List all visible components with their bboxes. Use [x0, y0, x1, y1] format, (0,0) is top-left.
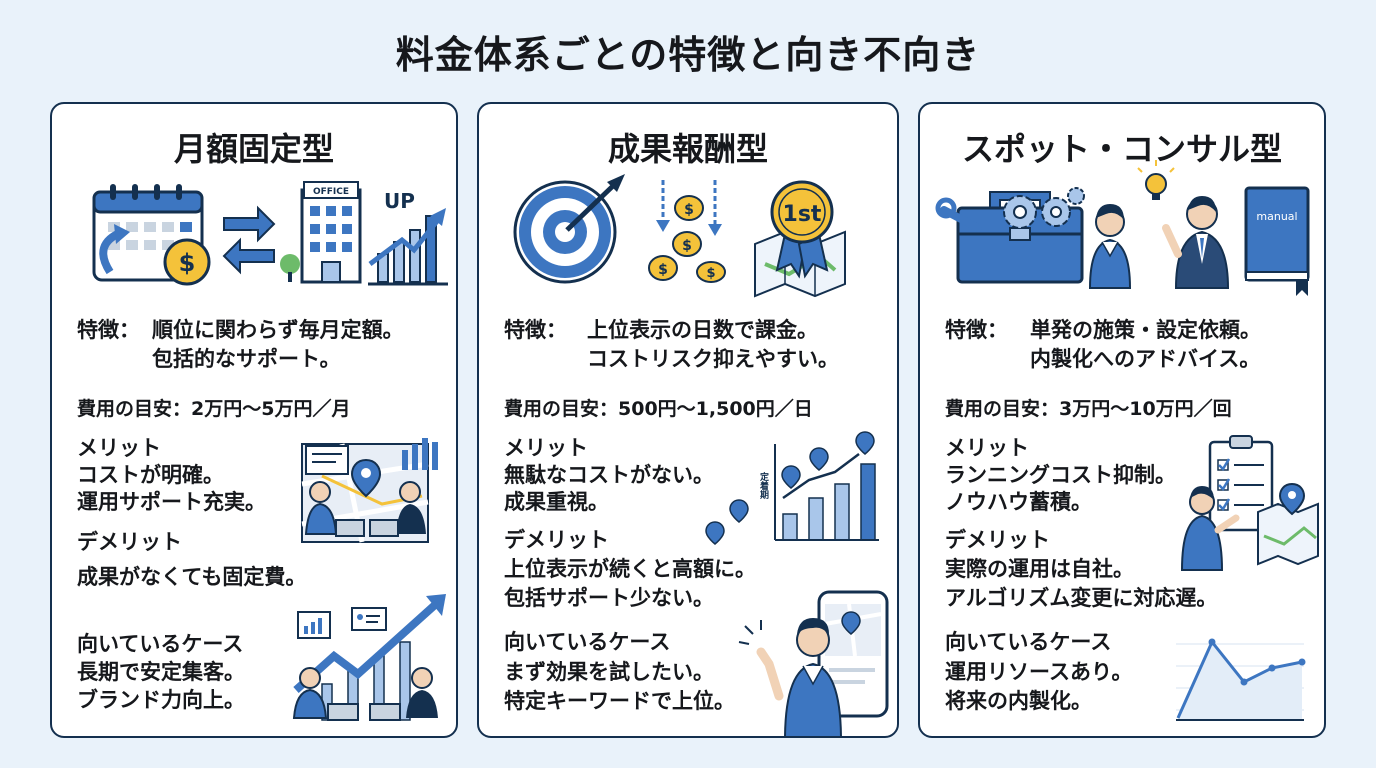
svg-text:$: $	[706, 266, 715, 281]
target-icon	[513, 174, 625, 284]
card-illustrations: manual	[935, 160, 1319, 722]
falling-coins-icon: $ $ $ $	[648, 180, 726, 283]
feature-label: 特徴：	[945, 318, 1008, 342]
card-illustrations: $ OFFICE UP	[92, 181, 448, 721]
case-line-1: 運用リソースあり。	[945, 660, 1133, 684]
map-meeting-illustration	[301, 438, 438, 543]
case-line-2: 将来の内製化。	[945, 689, 1092, 713]
wrench-icon	[935, 197, 982, 232]
exchange-arrows-icon	[222, 205, 276, 275]
demerit-heading: デメリット	[77, 530, 182, 554]
feature-line-1: 順位に関わらず毎月定額。	[152, 318, 404, 342]
feature-line-1: 上位表示の日数で課金。	[587, 318, 818, 342]
staff-person-illustration	[738, 618, 842, 736]
toolbox-icon	[956, 191, 1084, 284]
office-label: OFFICE	[313, 187, 349, 197]
svg-text:$: $	[179, 249, 196, 277]
case-line-2: 特定キーワードで上位。	[504, 689, 735, 713]
case-line-2: ブランド力向上。	[77, 688, 245, 712]
feature-label: 特徴：	[77, 318, 140, 342]
feature-line-2: 包括的なサポート。	[152, 347, 341, 371]
dollar-coin-icon: $	[163, 238, 211, 286]
manual-book-icon: manual	[1244, 186, 1310, 296]
demerit-line-2: 包括サポート少ない。	[504, 586, 714, 610]
first-place-medal-icon: 1st	[770, 180, 834, 279]
chart-side-label: 定着期	[758, 471, 770, 500]
up-label: UP	[384, 189, 415, 213]
feature-line-2: 内製化へのアドバイス。	[1030, 347, 1261, 371]
growth-chart-icon: UP	[368, 189, 448, 286]
case-heading: 向いているケース	[945, 630, 1112, 654]
manual-label: manual	[1256, 210, 1297, 223]
first-label: 1st	[783, 202, 822, 227]
case-heading: 向いているケース	[504, 630, 671, 654]
cost-estimate: 費用の目安：2万円〜5万円／月	[77, 398, 351, 420]
svg-text:$: $	[684, 202, 694, 218]
case-line-1: まず効果を試したい。	[504, 660, 714, 684]
merit-heading: メリット	[504, 436, 588, 460]
staff-woman-pointing-illustration	[1180, 486, 1240, 571]
card-title: 月額固定型	[173, 130, 334, 168]
svg-text:$: $	[682, 238, 692, 254]
feature-label: 特徴：	[504, 318, 567, 342]
card-performance-based: 成果報酬型 $ $ $ $	[477, 102, 899, 738]
svg-text:$: $	[658, 262, 668, 278]
smartphone-icon	[817, 590, 889, 718]
card-title: スポット・コンサル型	[961, 130, 1282, 168]
card-illustrations: $ $ $ $ 1st 定着期	[513, 174, 889, 736]
merit-line-2: 運用サポート充実。	[77, 490, 266, 514]
checklist-icon	[1208, 435, 1274, 532]
office-building-icon: OFFICE	[280, 181, 362, 284]
demerit-line-1: 成果がなくても固定費。	[77, 565, 307, 589]
feature-line-2: コストリスク抑えやすい。	[587, 347, 839, 371]
page-title: 料金体系ごとの特徴と向き不向き	[395, 33, 981, 77]
gear-icon	[1003, 187, 1085, 229]
consultant-icon	[1137, 160, 1230, 289]
merit-heading: メリット	[945, 436, 1029, 460]
demerit-line-1: 上位表示が続くと高額に。	[504, 557, 756, 581]
cost-estimate: 費用の目安：3万円〜10万円／回	[945, 398, 1232, 420]
merit-line-2: ノウハウ蓄積。	[945, 490, 1092, 514]
growth-chart-icon: 定着期	[705, 431, 879, 545]
location-pin-icon	[350, 458, 382, 498]
demerit-heading: デメリット	[504, 528, 609, 552]
merit-line-1: ランニングコスト抑制。	[945, 463, 1176, 487]
feature-line-1: 単発の施策・設定依頼。	[1030, 318, 1261, 342]
case-line-1: 長期で安定集客。	[77, 660, 245, 684]
card-spot-consulting: スポット・コンサル型	[918, 102, 1326, 738]
map-icon	[1257, 482, 1319, 566]
demerit-line-2: アルゴリズム変更に対応遅。	[945, 586, 1218, 610]
merit-line-1: コストが明確。	[77, 463, 224, 487]
demerit-line-1: 実際の運用は自社。	[945, 557, 1134, 581]
case-heading: 向いているケース	[77, 632, 244, 656]
merit-line-1: 無駄なコストがない。	[504, 463, 714, 487]
line-chart-icon	[1176, 630, 1306, 722]
merit-line-2: 成果重視。	[504, 490, 609, 514]
cost-estimate: 費用の目安：500円〜1,500円／日	[504, 398, 813, 420]
demerit-heading: デメリット	[945, 528, 1050, 552]
team-growth-illustration	[292, 594, 446, 721]
merit-heading: メリット	[77, 436, 161, 460]
staff-woman-illustration	[1088, 204, 1132, 289]
card-title: 成果報酬型	[607, 130, 768, 168]
card-monthly-fixed: 月額固定型 $ OFFICE	[50, 102, 458, 738]
